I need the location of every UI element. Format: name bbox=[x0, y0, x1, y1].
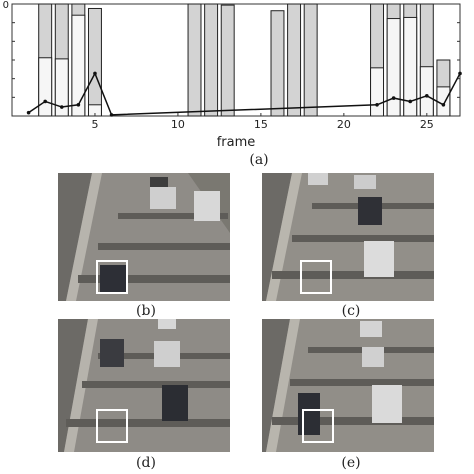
tracking-box bbox=[96, 409, 128, 443]
bar-lower-25 bbox=[419, 66, 434, 117]
x-tick-label-25: 25 bbox=[420, 118, 434, 131]
bar-lower-3 bbox=[54, 58, 69, 117]
bar-frame-13 bbox=[220, 4, 235, 117]
x-tick-label-5: 5 bbox=[91, 118, 98, 131]
caption-c: (c) bbox=[341, 303, 361, 319]
line-point-6 bbox=[109, 113, 114, 117]
bar-lower-22 bbox=[370, 67, 385, 117]
tracking-box bbox=[300, 260, 332, 294]
bar-lower-24 bbox=[403, 16, 418, 117]
line-point-2 bbox=[43, 99, 47, 104]
bar-lower-2 bbox=[38, 57, 53, 117]
line-point-25 bbox=[425, 94, 429, 98]
bar-frame-18 bbox=[303, 3, 318, 117]
photo-c bbox=[262, 173, 434, 301]
bar-lower-23 bbox=[386, 18, 401, 117]
x-axis-label: frame bbox=[217, 135, 256, 150]
bar-frame-12 bbox=[204, 3, 219, 117]
bar-lower-4 bbox=[71, 14, 86, 117]
x-tick-label-15: 15 bbox=[254, 118, 268, 131]
line-series bbox=[28, 71, 461, 116]
bar-frame-16 bbox=[270, 10, 285, 117]
caption-a: (a) bbox=[249, 152, 269, 168]
line-point-22 bbox=[375, 103, 379, 107]
bar-frame-11 bbox=[187, 3, 202, 117]
bar-lower-26 bbox=[436, 86, 451, 117]
photo-d bbox=[58, 319, 230, 452]
bar-frame-5 bbox=[87, 7, 102, 117]
line-point-27 bbox=[458, 71, 462, 76]
frame-chart: 0 5 10 15 20 25 frame bbox=[3, 0, 462, 150]
photo-e bbox=[262, 319, 434, 452]
caption-b: (b) bbox=[136, 303, 156, 319]
caption-e: (e) bbox=[341, 455, 361, 471]
caption-d: (d) bbox=[136, 455, 156, 471]
line-point-1 bbox=[26, 110, 31, 115]
tracking-box bbox=[96, 260, 128, 294]
line-point-26 bbox=[441, 103, 446, 107]
line-point-3 bbox=[59, 105, 64, 109]
line-point-24 bbox=[408, 99, 413, 104]
x-tick-label-10: 10 bbox=[171, 118, 185, 131]
tracking-box bbox=[302, 409, 334, 443]
line-point-23 bbox=[391, 96, 396, 100]
bar-frame-17 bbox=[287, 3, 302, 117]
line-point-5 bbox=[93, 71, 97, 76]
photo-b bbox=[58, 173, 230, 301]
x-tick-label-20: 20 bbox=[337, 118, 351, 131]
y-tick-label-left: 0 bbox=[3, 0, 9, 11]
line-point-4 bbox=[76, 103, 81, 107]
